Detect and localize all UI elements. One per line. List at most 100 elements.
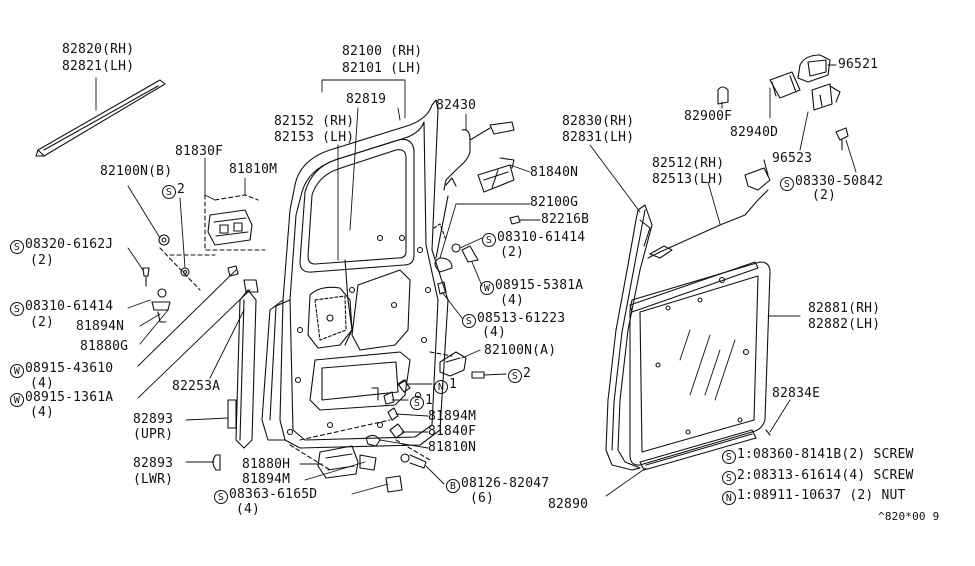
weatherstrip-82820	[35, 79, 166, 157]
door-trim-panel-82881	[629, 261, 771, 466]
washer-badge: W	[10, 364, 24, 378]
label-82821: 82821(LH)	[62, 59, 135, 74]
screw-badge: S	[410, 396, 424, 410]
washer-badge: W	[10, 393, 24, 407]
label-81810n: 81810N	[428, 440, 477, 455]
washer-badge: W	[480, 281, 494, 295]
label-08513-qty: (4)	[482, 325, 507, 340]
screw-badge: S	[508, 369, 522, 383]
label-81880h: 81880H	[242, 457, 291, 472]
lower-hinge-81880h	[289, 379, 431, 493]
label-82152: 82152 (RH)	[274, 114, 355, 129]
leader-lines	[95, 64, 857, 497]
label-96523: 96523	[772, 151, 813, 166]
label-08915-43610-qty: (4)	[30, 376, 55, 391]
label-08363-qty: (4)	[236, 502, 261, 517]
left-fasteners	[142, 234, 259, 323]
lock-rod-82430	[433, 121, 521, 295]
label-82831: 82831(LH)	[562, 130, 635, 145]
label-82100g: 82100G	[530, 195, 579, 210]
label-96521: 96521	[838, 57, 879, 72]
label-08126-qty: (6)	[470, 491, 495, 506]
label-82430: 82430	[436, 98, 477, 113]
label-81810m: 81810M	[229, 162, 278, 177]
nut-badge: N	[434, 380, 448, 394]
label-82882: 82882(LH)	[808, 317, 881, 332]
label-81840n: 81840N	[530, 165, 579, 180]
screw-badge: S	[10, 240, 24, 254]
label-81840f: 81840F	[428, 424, 477, 439]
screw-badge: S	[214, 490, 228, 504]
label-81894m-a: 81894M	[428, 409, 477, 424]
screw-badge: S	[10, 302, 24, 316]
label-08310-b-qty: (2)	[500, 245, 525, 260]
label-08915-5381a-qty: (4)	[500, 293, 525, 308]
screw-badge: S	[162, 185, 176, 199]
screw-badge: S	[482, 233, 496, 247]
latch-82100na	[429, 351, 485, 379]
label-82881: 82881(RH)	[808, 301, 881, 316]
legend-badge: S	[722, 471, 736, 485]
label-81894n: 81894N	[76, 319, 125, 334]
label-82940d: 82940D	[730, 125, 779, 140]
label-82153: 82153 (LH)	[274, 130, 355, 145]
screw-badge: S	[462, 314, 476, 328]
label-82893-upr-note: (UPR)	[133, 427, 174, 442]
cable-82512	[647, 159, 771, 259]
label-81830f: 81830F	[175, 144, 224, 159]
label-82893-lwr: 82893	[133, 456, 174, 471]
label-08320-qty: (2)	[30, 253, 55, 268]
label-82834e: 82834E	[772, 386, 821, 401]
door-handle-96521	[717, 54, 849, 151]
label-81894m-b: 81894M	[242, 472, 291, 487]
legend-badge: N	[722, 491, 736, 505]
screw-badge: S	[780, 177, 794, 191]
label-08310-a-qty: (2)	[30, 315, 55, 330]
label-82100nb: 82100N(B)	[100, 164, 173, 179]
label-82100na: 82100N(A)	[484, 343, 557, 358]
label-82820: 82820(RH)	[62, 42, 135, 57]
label-82890: 82890	[548, 497, 589, 512]
label-82900f: 82900F	[684, 109, 733, 124]
bolt-badge: B	[446, 479, 460, 493]
door-frame-trim-82830	[605, 204, 653, 471]
label-82830: 82830(RH)	[562, 114, 635, 129]
label-82893-upr: 82893	[133, 412, 174, 427]
label-82101-lh: 82101 (LH)	[342, 61, 423, 76]
label-82513: 82513(LH)	[652, 172, 725, 187]
label-82893-lwr-note: (LWR)	[133, 472, 174, 487]
label-82216b: 82216B	[541, 212, 590, 227]
diagram-code: ^820*00 9	[878, 510, 940, 523]
legend-badge: S	[722, 450, 736, 464]
label-82100-rh: 82100 (RH)	[342, 44, 423, 59]
label-81880g: 81880G	[80, 339, 129, 354]
label-08915-1361a-qty: (4)	[30, 405, 55, 420]
label-82819: 82819	[346, 92, 387, 107]
misc-bolts	[371, 379, 407, 405]
label-82253a: 82253A	[172, 379, 221, 394]
label-08330-qty: (2)	[812, 188, 837, 203]
molding-82893	[212, 399, 237, 471]
label-82512: 82512(RH)	[652, 156, 725, 171]
lock-assembly-81810m	[204, 194, 266, 251]
sill-strips	[629, 261, 771, 471]
door-strip-82253a	[235, 289, 257, 449]
